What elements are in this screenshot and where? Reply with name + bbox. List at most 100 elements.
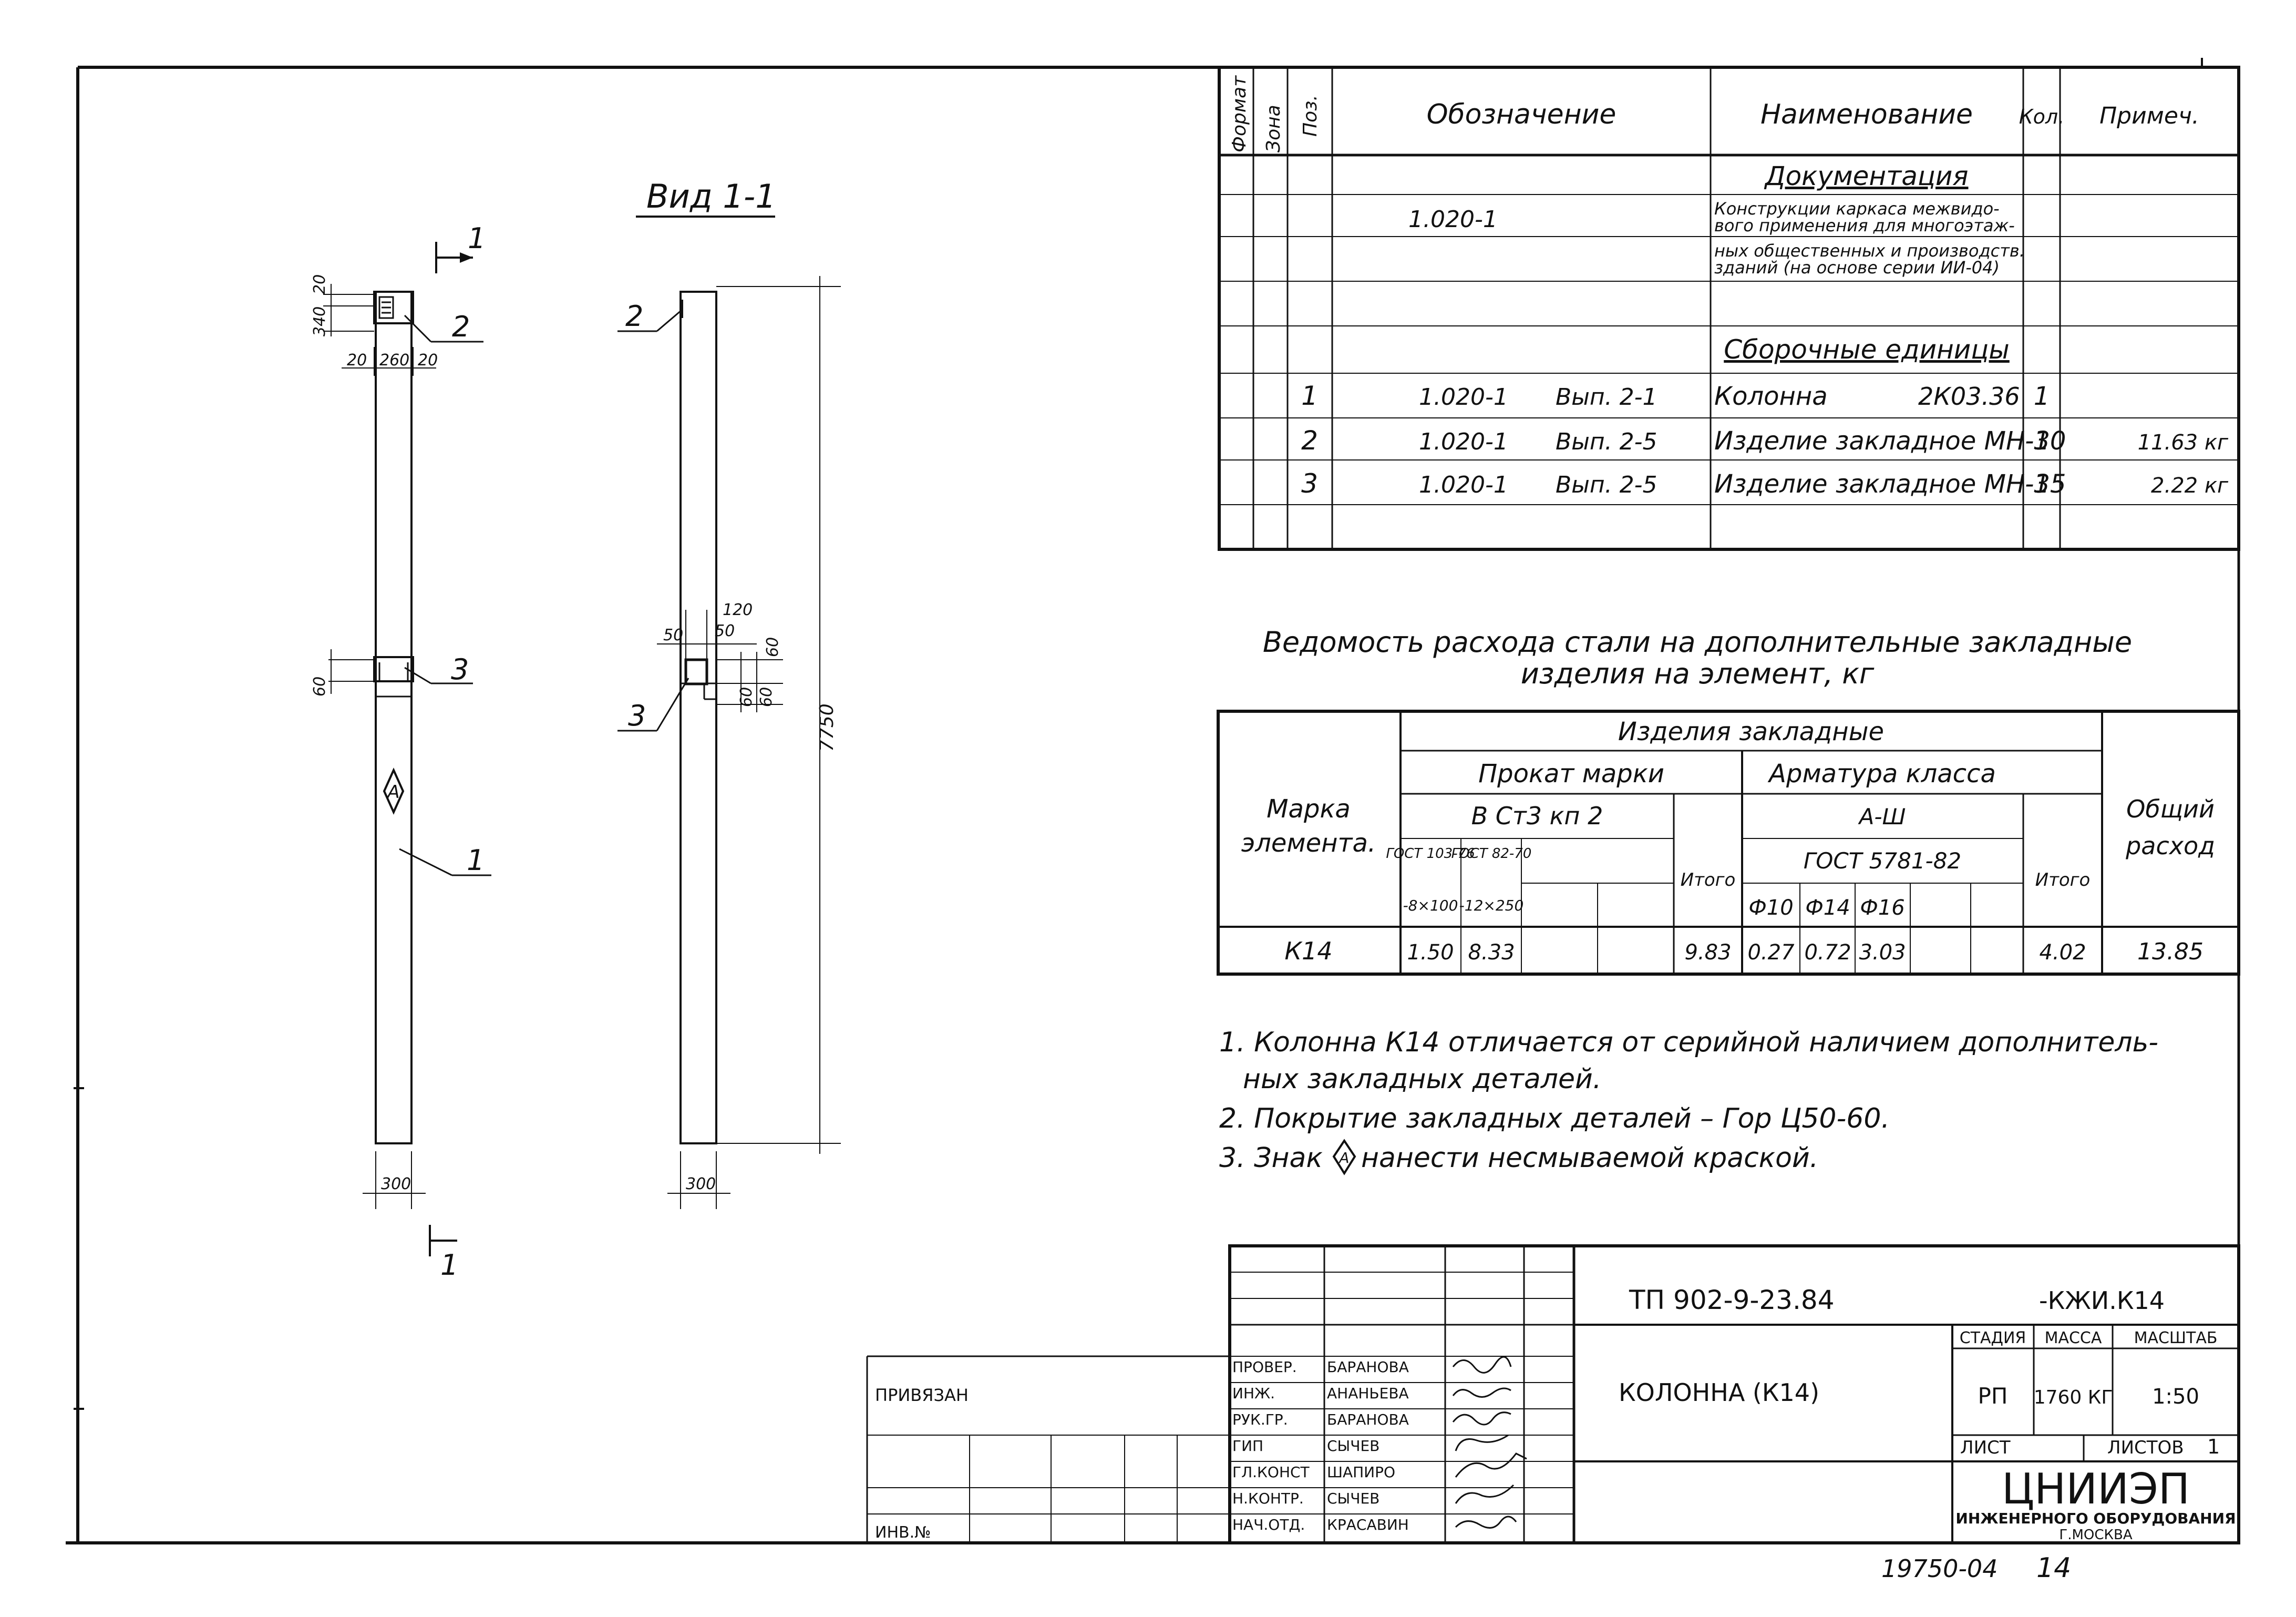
- callout-2-right: 2: [625, 300, 643, 333]
- table-row: К14 1.50 8.33 9.83 0.27 0.72 3.03 4.02 1…: [1284, 937, 2204, 965]
- stage-value: РП: [1978, 1383, 2008, 1409]
- title-block: ПРИВЯЗАН ИНВ.№ ПРОВЕР.БАРАНОВА ИНЖ.АНАНЬ…: [866, 1244, 2240, 1544]
- steel-header-element: элемента.: [1241, 828, 1376, 858]
- steel-header-gost-b: ГОСТ 82-70: [1451, 846, 1532, 862]
- column-side-view: Вид 1-1 2 3 120 50 50 60 60 60: [617, 177, 841, 1209]
- signature-row: НАЧ.ОТД.КРАСАВИН: [1232, 1516, 1409, 1533]
- steel-header-class: А-Ш: [1858, 804, 1906, 830]
- row-qty: 1: [2034, 469, 2050, 499]
- doc-designation: 1.020-1: [1408, 206, 1498, 233]
- section-mark-top: 1: [468, 222, 486, 255]
- dim-300-right: 300: [686, 1175, 716, 1193]
- header-qty: Кол.: [2019, 105, 2065, 128]
- section-documentation: Документация: [1764, 161, 1969, 191]
- steel-header-total-b: Итого: [2035, 869, 2091, 891]
- dim-50-b: 50: [715, 622, 735, 640]
- header-note: Примеч.: [2099, 103, 2199, 129]
- row-designation: 1.020-1: [1419, 472, 1508, 498]
- org-logo-name: ЦНИИЭП: [2002, 1465, 2190, 1513]
- dim-7750: 7750: [816, 703, 838, 752]
- sheet-frame: [66, 66, 2240, 1544]
- role: Н.КОНТР.: [1232, 1490, 1304, 1507]
- scale-header: МАСШТАБ: [2134, 1329, 2218, 1347]
- table-row: 2 1.020-1 Вып. 2-5 Изделие закладное МН-…: [1301, 425, 2229, 456]
- dim-20-left: 20: [347, 351, 367, 370]
- steel-table: Ведомость расхода стали на дополнительны…: [1217, 626, 2240, 976]
- steel-cell-d16: 3.03: [1859, 940, 1906, 965]
- steel-header-d10: Ф10: [1748, 896, 1793, 920]
- row-name: Изделие закладное МН-30: [1714, 426, 2066, 456]
- row-name: Колонна: [1714, 382, 1828, 411]
- header-pos: Поз.: [1300, 95, 1321, 137]
- dim-20-right: 20: [418, 351, 438, 370]
- row-qty: 1: [2034, 382, 2050, 411]
- steel-header-grade: В Ст3 кп 2: [1471, 802, 1603, 830]
- signature-row: ПРОВЕР.БАРАНОВА: [1232, 1358, 1409, 1376]
- header-format: Формат: [1229, 75, 1250, 152]
- steel-cell-d14: 0.72: [1804, 940, 1851, 965]
- dim-120: 120: [723, 601, 753, 619]
- doc-name-line-4: зданий (на основе серии ИИ-04): [1714, 258, 2000, 278]
- steel-header-total-a: Итого: [1681, 869, 1736, 891]
- dim-20-top: 20: [311, 274, 329, 294]
- callout-3-right: 3: [628, 699, 646, 732]
- dim-60-b: 60: [737, 687, 756, 707]
- steel-cell-v2: 8.33: [1468, 940, 1515, 965]
- person: КРАСАВИН: [1327, 1516, 1409, 1533]
- signature-row: Н.КОНТР. СЫЧЕВ: [1232, 1490, 1379, 1507]
- org-city: Г.МОСКВА: [2059, 1527, 2132, 1543]
- row-pos: 1: [1301, 381, 1318, 411]
- note-1-line-2: ных закладных деталей.: [1243, 1063, 1601, 1095]
- steel-header-rebar: Арматура класса: [1767, 759, 1996, 789]
- signature-row: ГЛ.КОНСТ ШАПИРО: [1232, 1464, 1395, 1481]
- row-mark: 2К03.36: [1918, 382, 2020, 411]
- org-subtitle: ИНЖЕНЕРНОГО ОБОРУДОВАНИЯ: [1955, 1510, 2236, 1527]
- role: ГИП: [1232, 1437, 1263, 1455]
- row-note: 11.63 кг: [2138, 431, 2229, 455]
- callout-1: 1: [467, 844, 485, 877]
- section-mark-bottom: 1: [440, 1248, 458, 1282]
- signatures: [1452, 1356, 1527, 1529]
- steel-cell-d10: 0.27: [1747, 940, 1795, 965]
- archive-stamp: 19750-04: [1881, 1554, 1998, 1583]
- person: ШАПИРО: [1327, 1464, 1395, 1481]
- signature-row: ИНЖ.АНАНЬЕВА: [1232, 1385, 1409, 1402]
- steel-title-1: Ведомость расхода стали на дополнительны…: [1263, 626, 2132, 659]
- specification-table: Формат Зона Поз. Обозначение Наименовани…: [1218, 66, 2240, 551]
- steel-header-d14: Ф14: [1805, 896, 1850, 920]
- callout-3-left: 3: [451, 653, 469, 686]
- person: БАРАНОВА: [1327, 1411, 1409, 1428]
- steel-header-gost-a: ГОСТ 103-76: [1386, 846, 1475, 862]
- doc-name-line-3: ных общественных и производств.: [1714, 241, 2025, 261]
- table-row: 3 1.020-1 Вып. 2-5 Изделие закладное МН-…: [1301, 468, 2229, 499]
- signature-row: РУК.ГР.БАРАНОВА: [1232, 1411, 1409, 1428]
- row-pos: 3: [1301, 468, 1318, 499]
- note-1-line-1: 1. Колонна К14 отличается от серийной на…: [1219, 1027, 2158, 1058]
- notes: 1. Колонна К14 отличается от серийной на…: [1219, 1027, 2158, 1175]
- doc-name-line-2: вого применения для многоэтаж-: [1714, 216, 2015, 236]
- steel-header-s2: -12×250: [1459, 897, 1524, 914]
- drawing-name: КОЛОННА (К14): [1619, 1378, 1819, 1407]
- marker-label: А: [386, 782, 399, 803]
- steel-cell-mark: К14: [1284, 937, 1332, 965]
- role: ГЛ.КОНСТ: [1232, 1464, 1310, 1481]
- steel-header-rolled: Прокат марки: [1478, 759, 1664, 789]
- tied-label: ПРИВЯЗАН: [875, 1385, 969, 1405]
- steel-header-products: Изделия закладные: [1618, 717, 1884, 746]
- section-assembly-units: Сборочные единицы: [1724, 334, 2010, 365]
- stage-header: СТАДИЯ: [1960, 1329, 2026, 1347]
- person: БАРАНОВА: [1327, 1358, 1409, 1376]
- steel-header-overall-1: Общий: [2126, 795, 2215, 823]
- page-number: 14: [2036, 1552, 2071, 1584]
- person: СЫЧЕВ: [1327, 1490, 1379, 1507]
- header-zone: Зона: [1263, 105, 1284, 152]
- steel-header-mark: Марка: [1267, 794, 1351, 824]
- person: АНАНЬЕВА: [1327, 1385, 1409, 1402]
- steel-header-overall-2: расход: [2125, 832, 2215, 860]
- note-2: 2. Покрытие закладных деталей – Гор Ц50-…: [1219, 1103, 1890, 1134]
- row-issue: Вып. 2-5: [1556, 428, 1657, 455]
- dim-50-a: 50: [663, 626, 683, 644]
- note-3-start: 3. Знак: [1219, 1142, 1323, 1174]
